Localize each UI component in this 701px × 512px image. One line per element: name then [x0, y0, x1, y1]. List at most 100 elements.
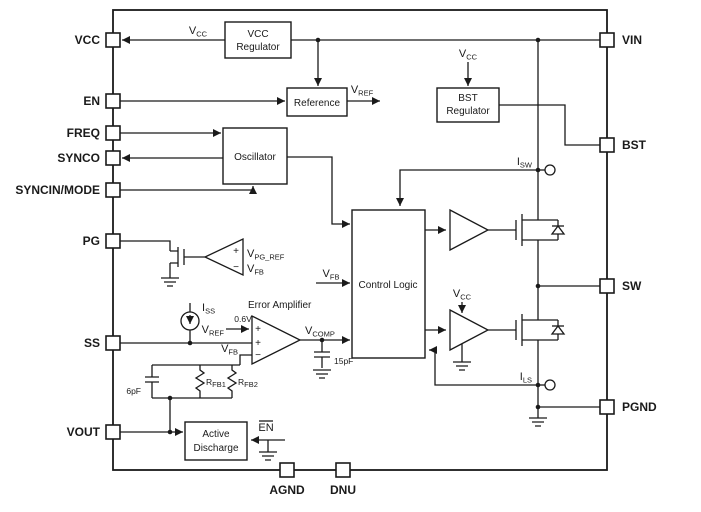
label-vcc-top: VCC [189, 25, 208, 39]
pin-ss: SS [84, 335, 121, 351]
block-bst-regulator: BST Regulator [436, 87, 500, 123]
junction [535, 283, 541, 289]
ground-driver [453, 361, 471, 371]
pin-label-pg: PG [83, 234, 100, 248]
bst-regulator-label1: BST [458, 93, 477, 104]
pin-syncin-mode: SYNCIN/MODE [15, 182, 121, 198]
label-vfb-ea: VFB [221, 343, 238, 357]
ls-fet-plates [515, 314, 538, 346]
junction [535, 382, 541, 388]
vcc-regulator-box [224, 21, 292, 59]
pg-fet-plates [170, 247, 185, 267]
feedback-network [145, 365, 238, 398]
gate-driver-high [449, 208, 490, 252]
label-vcomp: VCOMP [305, 325, 335, 339]
junction [315, 37, 321, 43]
hs-diode-symbol [550, 224, 566, 235]
label-0v6: 0.6V [234, 314, 252, 324]
label-iss: ISS [202, 302, 215, 316]
resistor-rfb2 [226, 365, 238, 398]
pin-pad [599, 278, 615, 294]
pin-pad [105, 233, 121, 249]
bst-regulator-box [436, 87, 500, 123]
pin-label-vcc: VCC [75, 33, 101, 47]
pin-label-dnu: DNU [330, 483, 356, 497]
gate-driver-low [449, 308, 490, 352]
pin-label-synco: SYNCO [57, 151, 100, 165]
pin-pad [105, 424, 121, 440]
capacitor-6pf [145, 376, 159, 383]
pin-label-bst: BST [622, 138, 647, 152]
control-logic-box [351, 209, 426, 359]
junction [319, 337, 325, 343]
junction [535, 37, 541, 43]
junction [167, 429, 173, 435]
pin-label-syncin-mode: SYNCIN/MODE [15, 183, 100, 197]
pin-pad [599, 137, 615, 153]
block-reference: Reference [286, 87, 348, 117]
control-logic-label: Control Logic [359, 280, 418, 291]
active-discharge-label1: Active [202, 429, 230, 440]
junction [535, 167, 541, 173]
wire-vfb-in [239, 354, 252, 365]
label-ils: ILS [520, 371, 532, 385]
en-bar-text: EN [258, 422, 273, 434]
junction [187, 340, 193, 346]
pin-vcc: VCC [75, 32, 121, 48]
bst-regulator-label2: Regulator [446, 106, 490, 117]
ground-comp-cap [313, 369, 331, 379]
label-6pf: 6pF [126, 386, 141, 396]
pin-pad [105, 150, 121, 166]
ls-body-diode-wires [538, 319, 559, 341]
pin-pad [105, 335, 121, 351]
wire-bst-out [499, 104, 600, 146]
pin-pad [105, 182, 121, 198]
mosfet-high-side [515, 214, 566, 246]
active-discharge-box [184, 421, 248, 461]
pin-label-freq: FREQ [67, 126, 100, 140]
pin-sw: SW [599, 278, 642, 294]
label-rfb1: RFB1 [206, 377, 226, 389]
pin-pgnd: PGND [599, 399, 657, 415]
junction [167, 395, 173, 401]
hs-fet-plates [515, 214, 538, 246]
pins-bottom: AGND DNU [269, 462, 356, 497]
resistor-rfb1 [194, 365, 206, 398]
wire-isw-sense [396, 169, 538, 206]
oscillator-label: Oscillator [234, 152, 276, 163]
label-vcc-bst: VCC [459, 48, 478, 62]
ils-sense-circle [544, 379, 556, 391]
mosfet-low-side [515, 314, 566, 346]
ground-pgnd [529, 417, 547, 427]
pin-dnu: DNU [330, 462, 356, 497]
pin-label-sw: SW [622, 279, 642, 293]
pin-agnd: AGND [269, 462, 305, 497]
pin-vin: VIN [599, 32, 642, 48]
label-vref-out: VREF [351, 84, 374, 98]
pin-bst: BST [599, 137, 647, 153]
pin-en: EN [83, 93, 121, 109]
label-vfb-logic: VFB [323, 268, 340, 282]
net-labels: VCC VREF VCC VPG_REF VFB + − Error Ampli… [126, 25, 533, 434]
label-vpg-ref: VPG_REF [247, 248, 285, 262]
label-rfb2: RFB2 [238, 377, 258, 389]
ea-plus-top: + [255, 324, 261, 335]
block-vcc-regulator: VCC Regulator [224, 21, 292, 59]
pins-right: VIN BST SW PGND [599, 32, 657, 415]
pin-label-vout: VOUT [67, 425, 101, 439]
pin-label-agnd: AGND [269, 483, 305, 497]
label-vcc-driver: VCC [453, 288, 472, 302]
block-active-discharge: Active Discharge [184, 421, 248, 461]
pin-pad [335, 462, 351, 478]
wire-ils-sense [429, 346, 538, 386]
wire-syncin [120, 186, 257, 194]
pin-pad [105, 125, 121, 141]
pin-pg: PG [83, 233, 121, 249]
ea-minus: − [255, 350, 261, 361]
label-vref-ea: VREF [202, 324, 225, 338]
oscillator-box [222, 127, 288, 185]
pin-freq: FREQ [67, 125, 121, 141]
label-en-bar: EN [258, 420, 274, 434]
junction-dots [167, 37, 541, 435]
